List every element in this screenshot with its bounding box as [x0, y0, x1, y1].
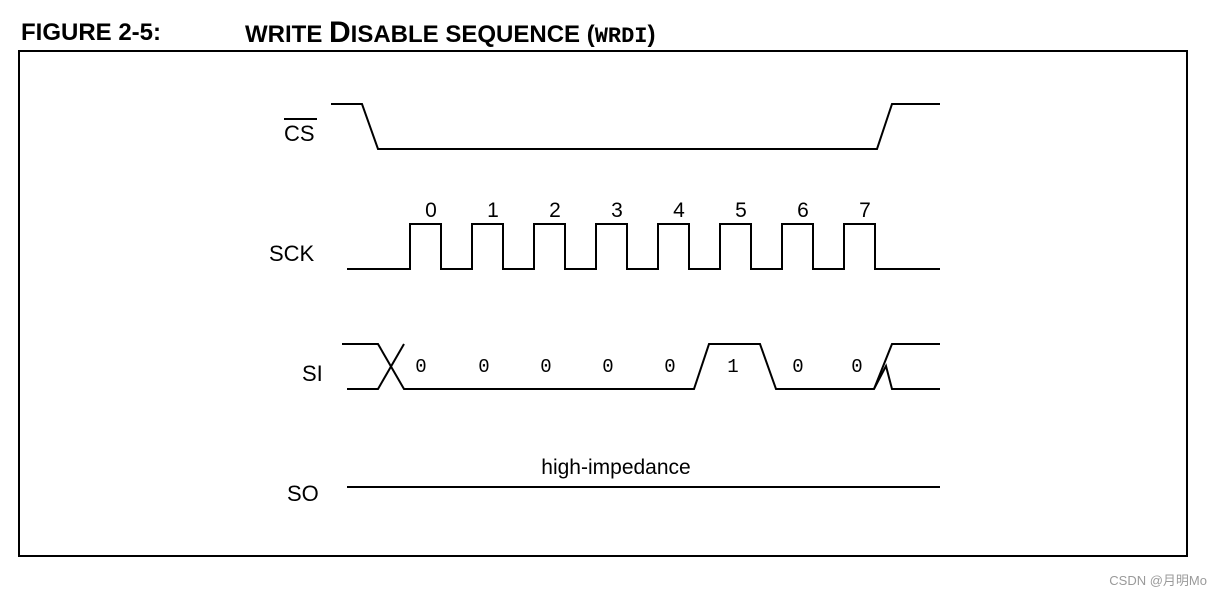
si-bit-label: 0: [415, 356, 426, 378]
si-bit-label: 0: [664, 356, 675, 378]
si-bit-label: 0: [540, 356, 551, 378]
figure-title-part-2: ISABLE SEQUENCE (: [350, 21, 595, 48]
si-bit-label: 0: [602, 356, 613, 378]
figure-title-part-3: ): [647, 21, 656, 48]
si-bit-label: 1: [727, 356, 738, 378]
si-exit-crossover: [873, 363, 940, 390]
figure-title-part-1: WRITE: [245, 21, 329, 48]
figure-title-command: WRDI: [594, 24, 648, 49]
si-upper-lower-trace: [342, 343, 940, 390]
clock-pulse-label: 6: [797, 199, 809, 222]
signal-label-si: SI: [302, 361, 323, 386]
figure-title-drop-letter: D: [329, 16, 351, 49]
signal-label-so: SO: [287, 481, 319, 506]
figure-number: FIGURE 2-5:: [21, 19, 162, 46]
si-bit-label: 0: [792, 356, 803, 378]
clock-pulse-labels: 0 1 2 3 4 5 6 7: [425, 199, 871, 222]
clock-pulse-label: 4: [673, 199, 685, 222]
watermark: CSDN @月明Mo: [1109, 573, 1207, 588]
si-waveform: [342, 343, 940, 390]
so-high-impedance-label: high-impedance: [541, 456, 690, 479]
si-bit-labels: 0 0 0 0 0 1 0 0: [415, 356, 862, 378]
clock-pulse-label: 1: [487, 199, 499, 222]
signal-label-cs: CS: [284, 121, 315, 146]
clock-pulse-label: 5: [735, 199, 747, 222]
clock-pulse-label: 2: [549, 199, 561, 222]
diagram-frame: [18, 50, 1188, 557]
si-bit-label: 0: [851, 356, 862, 378]
clock-pulse-label: 7: [859, 199, 871, 222]
clock-pulse-label: 0: [425, 199, 437, 222]
sck-waveform: [347, 223, 940, 270]
figure-title: WRITE DISABLE SEQUENCE (WRDI): [245, 16, 656, 54]
si-entry-crossover: [347, 343, 405, 390]
clock-pulse-label: 3: [611, 199, 623, 222]
signal-label-sck: SCK: [269, 241, 315, 266]
cs-waveform: [331, 103, 940, 150]
si-bit-label: 0: [478, 356, 489, 378]
